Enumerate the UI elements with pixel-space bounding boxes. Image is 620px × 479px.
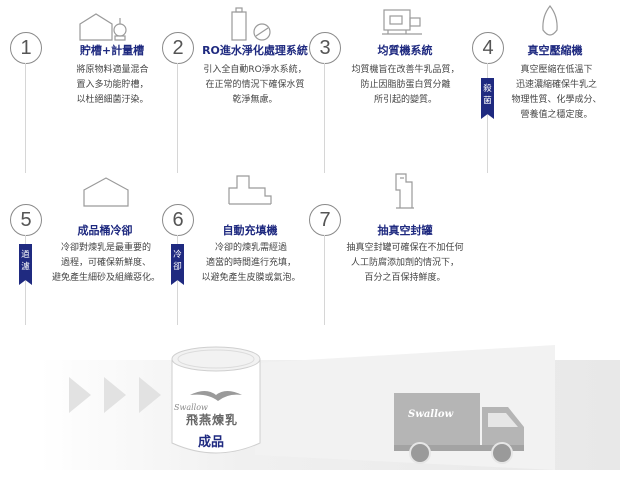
desc-line: 抽真空封罐可確保在不加任何	[346, 243, 464, 253]
chevron-right-icon	[104, 377, 126, 413]
step-title: 均質機系統	[377, 44, 433, 57]
desc-line: 百分之百保持鮮度。	[364, 273, 446, 283]
step-description: 冷卻的煉乳需經過 適當的時間進行充填， 以避免產生皮膜或氣泡。	[186, 241, 316, 286]
desc-line: 冷卻對煉乳是最重要的	[60, 243, 151, 253]
divider-line	[324, 63, 325, 173]
desc-line: 人工防腐添加劑的情況下，	[350, 258, 459, 268]
process-tag: 殺菌	[481, 78, 494, 119]
desc-line: 引入全自動RO淨水系統，	[203, 65, 307, 75]
step-title: 成品桶冷卻	[77, 224, 133, 237]
desc-line: 在正常的情況下確保水質	[205, 80, 305, 90]
step-7: 7	[309, 204, 459, 354]
step-description: 均質機旨在改善牛乳品質， 防止因脂肪蛋白質分離 所引起的變質。	[338, 63, 473, 108]
product-label: 成品	[198, 435, 225, 450]
step-number: 6	[162, 204, 194, 236]
divider-line	[324, 235, 325, 325]
step-4: 4	[472, 32, 620, 182]
step-description: 冷卻對煉乳是最重要的 過程，可確保新鮮度、 避免產生細砂及組織惡化。	[36, 241, 176, 286]
step-number: 3	[309, 32, 341, 64]
tag-label: 冷卻	[173, 250, 182, 272]
desc-line: 冷卻的煉乳需經過	[214, 243, 287, 253]
step-number: 2	[162, 32, 194, 64]
storage-tank-icon	[79, 13, 127, 41]
can-shape	[171, 346, 261, 454]
truck-brand-label: Swallow	[408, 409, 454, 420]
brand-logo-zh: 飛燕煉乳	[186, 413, 239, 427]
filling-machine-icon	[228, 175, 272, 205]
homogenizer-icon	[382, 9, 422, 35]
product-can: Swallow 飛燕煉乳 成品	[168, 345, 264, 457]
desc-line: 過程，可確保新鮮度、	[60, 258, 151, 268]
sealing-machine-icon	[395, 173, 414, 209]
delivery-truck-icon	[394, 393, 524, 464]
step-1: 1	[10, 32, 160, 182]
divider-line	[177, 63, 178, 173]
desc-line: 所引起的變質。	[373, 95, 437, 105]
desc-line: 迅速濃縮確保牛乳之	[515, 80, 597, 90]
desc-line: 將原物料適量混合	[76, 65, 149, 75]
step-description: 真空壓縮在低溫下 迅速濃縮確保牛乳之 物理性質、化學成分、 營養值之穩定度。	[495, 63, 618, 123]
step-3: 3	[309, 32, 459, 182]
step-title: 抽真空封罐	[377, 224, 433, 237]
step-title: 自動充填機	[222, 224, 278, 237]
step-number: 7	[309, 204, 341, 236]
step-number: 4	[472, 32, 504, 64]
desc-line: 以避免產生皮膜或氣泡。	[201, 273, 301, 283]
desc-line: 防止因脂肪蛋白質分離	[360, 80, 451, 90]
desc-line: 真空壓縮在低溫下	[520, 65, 593, 75]
step-description: 將原物料適量混合 置入多功能貯槽， 以杜絕細菌汙染。	[50, 63, 175, 108]
brand-logo-en: Swallow	[174, 403, 208, 412]
desc-line: 均質機旨在改善牛乳品質，	[351, 65, 460, 75]
desc-line: 避免產生細砂及組織惡化。	[51, 273, 160, 283]
process-tag: 過濾	[19, 244, 32, 285]
desc-line: 置入多功能貯槽，	[76, 80, 149, 90]
process-tag: 冷卻	[171, 244, 184, 285]
step-title: RO進水淨化處理系統	[202, 44, 308, 57]
step-title: 真空壓縮機	[527, 44, 583, 57]
step-number: 1	[10, 32, 42, 64]
cooling-tank-icon	[83, 177, 129, 207]
desc-line: 以杜絕細菌汙染。	[76, 95, 149, 105]
step-description: 抽真空封罐可確保在不加任何 人工防腐添加劑的情況下， 百分之百保持鮮度。	[336, 241, 474, 286]
tag-label: 殺菌	[483, 84, 492, 106]
step-2: 2	[162, 32, 312, 182]
desc-line: 營養值之穩定度。	[520, 110, 593, 120]
divider-line	[25, 63, 26, 173]
step-number: 5	[10, 204, 42, 236]
tag-label: 過濾	[21, 250, 30, 272]
divider-line	[487, 63, 488, 173]
desc-line: 適當的時間進行充填，	[205, 258, 296, 268]
step-description: 引入全自動RO淨水系統， 在正常的情況下確保水質 乾淨無慮。	[190, 63, 320, 108]
step-title: 貯槽+計量槽	[79, 44, 145, 57]
vacuum-compressor-icon	[542, 5, 558, 36]
desc-line: 物理性質、化學成分、	[511, 95, 602, 105]
chevron-right-icon	[69, 377, 91, 413]
water-purifier-icon	[231, 7, 271, 41]
chevron-right-icon	[139, 377, 161, 413]
desc-line: 乾淨無慮。	[232, 95, 278, 105]
